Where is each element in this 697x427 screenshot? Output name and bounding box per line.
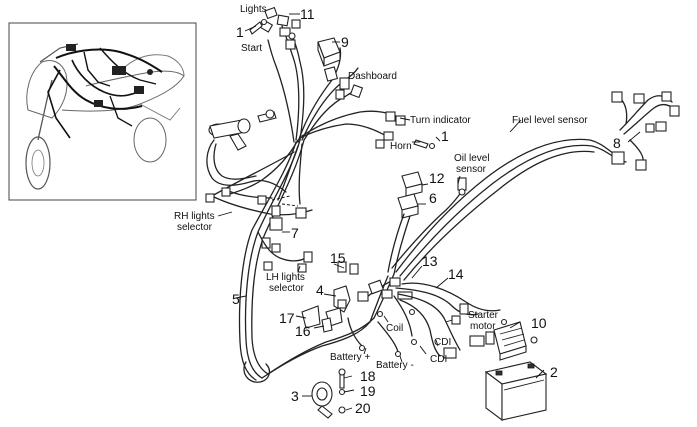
callout-10: 10 bbox=[531, 315, 547, 331]
callout-11: 11 bbox=[300, 6, 315, 22]
label-fuel-level-sensor: Fuel level sensor bbox=[512, 115, 588, 126]
callout-14: 14 bbox=[448, 266, 464, 282]
label-starter-motor-2: motor bbox=[470, 321, 496, 332]
callout-13: 13 bbox=[422, 253, 438, 269]
relay-wires bbox=[387, 213, 411, 275]
bracket-4 bbox=[333, 285, 351, 313]
callout-16: 16 bbox=[295, 323, 311, 339]
main-harness bbox=[238, 139, 395, 383]
ignition-switch bbox=[206, 109, 287, 193]
inset-frame bbox=[8, 22, 197, 201]
label-rh-lights-selector-1: RH lights bbox=[174, 211, 215, 222]
label-lh-lights-selector-1: LH lights bbox=[266, 272, 305, 283]
label-start: Start bbox=[241, 43, 262, 54]
relay-12 bbox=[401, 171, 423, 197]
callout-18: 18 bbox=[360, 368, 376, 384]
text-labels: Lights Start Dashboard Turn indicator Ho… bbox=[174, 4, 588, 371]
label-starter-motor-1: Starter bbox=[468, 310, 499, 321]
leader-lines bbox=[217, 13, 641, 411]
label-oil-level-sensor-1: Oil level bbox=[454, 153, 490, 164]
bracket-17 bbox=[301, 305, 321, 329]
label-battery-plus: Battery + bbox=[330, 352, 370, 363]
scooter-inset bbox=[8, 22, 197, 201]
dashboard-connectors bbox=[323, 66, 364, 100]
callout-20: 20 bbox=[355, 400, 371, 416]
rh-selector-connectors bbox=[205, 187, 313, 219]
label-lights: Lights bbox=[240, 4, 267, 15]
callout-3: 3 bbox=[291, 388, 299, 404]
callout-9: 9 bbox=[341, 34, 349, 50]
callout-19: 19 bbox=[360, 383, 376, 399]
callout-8: 8 bbox=[613, 135, 621, 151]
battery-2 bbox=[484, 361, 548, 422]
upper-harness bbox=[211, 25, 401, 205]
relay-16 bbox=[321, 307, 343, 333]
callout-6: 6 bbox=[429, 190, 437, 206]
label-rh-lights-selector-2: selector bbox=[177, 222, 213, 233]
label-lh-lights-selector-2: selector bbox=[269, 283, 305, 294]
callout-7: 7 bbox=[291, 225, 299, 241]
callout-17: 17 bbox=[279, 310, 295, 326]
relay-6 bbox=[397, 193, 419, 219]
rear-wheel bbox=[133, 117, 167, 163]
label-cdi-2: CDI bbox=[430, 354, 447, 365]
junction-13 bbox=[357, 277, 413, 302]
callout-numbers: 1 2 3 4 5 6 7 8 9 10 11 12 13 14 15 16 1… bbox=[232, 6, 621, 416]
inset-component bbox=[112, 66, 126, 75]
lh-selector-connectors bbox=[257, 231, 313, 273]
front-wheel bbox=[25, 136, 51, 190]
horn-terminal bbox=[413, 139, 436, 150]
horn-3 bbox=[311, 368, 346, 419]
connector-7 bbox=[261, 217, 283, 253]
label-cdi-1: CDI bbox=[434, 337, 451, 348]
battery-cables bbox=[347, 310, 402, 358]
turn-indicator-connectors bbox=[375, 111, 406, 149]
callout-2: 2 bbox=[550, 364, 558, 380]
callout-5: 5 bbox=[232, 291, 240, 307]
label-oil-level-sensor-2: sensor bbox=[456, 164, 487, 175]
fuel-sensor-lines bbox=[391, 138, 627, 281]
callout-1-top: 1 bbox=[236, 24, 244, 40]
label-battery-minus: Battery - bbox=[376, 360, 414, 371]
callout-12: 12 bbox=[429, 170, 445, 186]
label-coil: Coil bbox=[386, 323, 403, 334]
harness-14 bbox=[393, 282, 501, 359]
relay-9 bbox=[317, 37, 341, 67]
callout-1-horn: 1 bbox=[441, 128, 449, 144]
label-dashboard: Dashboard bbox=[348, 71, 397, 82]
callout-4: 4 bbox=[316, 282, 324, 298]
cdi-connector bbox=[469, 335, 485, 347]
regulator-10 bbox=[485, 318, 538, 361]
label-horn: Horn bbox=[390, 141, 412, 152]
rear-harness-8 bbox=[611, 91, 680, 171]
start-terminal bbox=[249, 18, 268, 35]
callout-15: 15 bbox=[330, 250, 346, 266]
lights-connectors bbox=[259, 6, 301, 50]
label-turn-indicator: Turn indicator bbox=[410, 115, 471, 126]
